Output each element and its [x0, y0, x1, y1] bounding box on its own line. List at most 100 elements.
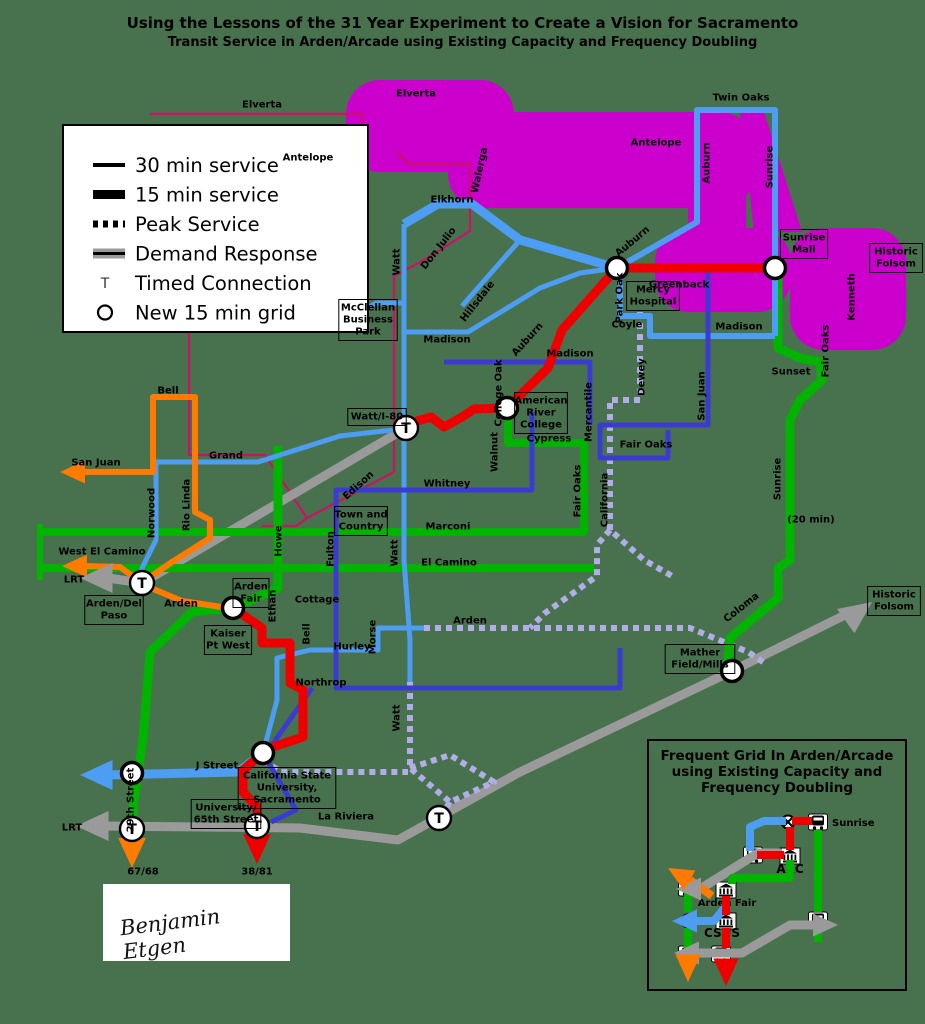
- label-box: [869, 243, 923, 273]
- route-67-68-arrow: [118, 838, 146, 868]
- inset-title: using Existing Capacity and: [672, 764, 883, 780]
- landmark-icon: [715, 881, 737, 899]
- street-label: LRT: [62, 823, 83, 834]
- grid-station-marker: [719, 658, 745, 684]
- street-label: Twin Oaks: [713, 93, 770, 104]
- street-label: Madison: [423, 335, 470, 346]
- street-label: J Street: [195, 761, 239, 772]
- landmark-icon-column: [726, 888, 729, 894]
- street-label: LRT: [64, 575, 85, 586]
- street-label: Arden: [453, 616, 487, 627]
- street-label: Cottage: [295, 595, 340, 606]
- landmark-icon-base: [719, 894, 733, 897]
- grid-station-marker: [119, 760, 145, 786]
- label-box: [514, 392, 568, 434]
- boxed-label-text: Arden/Del: [86, 599, 142, 610]
- landmark-icon-column: [787, 854, 789, 860]
- boxed-label-text: University/: [195, 803, 257, 814]
- boxed-label-text: Pt West: [206, 641, 250, 652]
- boxed-label-text: Sunrise: [783, 233, 826, 244]
- boxed-label-text: Folsom: [874, 602, 914, 613]
- street-label: Antelope: [283, 153, 334, 164]
- street-label: Fair Oaks: [573, 465, 584, 518]
- label-box: [664, 644, 736, 674]
- route-madison-mercantile-line: [444, 359, 593, 425]
- street-label: Fair Oaks: [620, 440, 673, 451]
- street-label: Kenneth: [847, 273, 858, 320]
- route-howe-29th-street-line: [127, 446, 283, 827]
- street-label: Whitney: [424, 479, 471, 490]
- label-box: [84, 595, 144, 625]
- street-label: Rio Linda: [182, 479, 193, 531]
- inset-orange-down-arrow: [675, 954, 701, 982]
- label-box: [626, 281, 680, 311]
- route-elkhorn-trunk-line: [401, 199, 619, 273]
- legend-item: New 15 min grid: [96, 302, 296, 325]
- boxed-label-text: Mercy: [636, 285, 671, 296]
- boxed-label-text: Sacramento: [253, 795, 321, 806]
- street-label: Park Oak: [615, 272, 626, 323]
- street-label: Madison: [546, 349, 593, 360]
- san-juan-arrow: [60, 460, 85, 484]
- landmark-icon-pediment: [719, 914, 733, 919]
- boxed-label-text: California State: [243, 771, 331, 782]
- route-red-trunk-line: [403, 263, 775, 432]
- legend-circle-icon: [96, 304, 114, 321]
- boxed-label-text: Hospital: [630, 297, 677, 308]
- street-label: Elverta: [242, 100, 282, 111]
- historic-folsom-arrow: [836, 602, 872, 634]
- boxed-label-text: McClellan: [341, 303, 395, 314]
- boxed-label-text: Paso: [101, 611, 128, 622]
- label-box: [347, 408, 407, 426]
- timed-station-t: T: [401, 421, 411, 437]
- street-label: Bell: [157, 386, 178, 397]
- legend-item-label: 15 min service: [135, 184, 279, 207]
- inset-inset-green-arc: [728, 860, 794, 884]
- route-san-juan-fair-oaks-line: [597, 268, 711, 461]
- street-label: West El Camino: [58, 547, 145, 558]
- boxed-label-text: Fair: [240, 594, 261, 605]
- legend-swatch-15min: [93, 190, 125, 199]
- street-label: Bell: [302, 623, 313, 644]
- route-arden-orange-line: [144, 583, 229, 611]
- timed-connection-station: T: [425, 804, 453, 832]
- legend-item: 30 min service: [93, 154, 279, 177]
- landmark-icon-column: [719, 888, 722, 894]
- boxed-label-text: Mather: [680, 648, 720, 659]
- street-label: Walnut: [490, 432, 501, 472]
- street-label: San Juan: [697, 371, 708, 420]
- route-38-81-arrow: [243, 834, 271, 864]
- route-san-juan-rio-linda-line: [82, 394, 213, 583]
- route-sunrise-line: [723, 272, 827, 671]
- inset-gray-west-arrow-1: [676, 877, 701, 901]
- street-label: San Juan: [71, 458, 120, 469]
- boxed-label-text: Country: [339, 522, 384, 533]
- label-box: [237, 767, 337, 809]
- train-icon-wheel: [754, 859, 759, 863]
- street-label: Sunrise: [773, 458, 784, 501]
- label-box: [232, 578, 270, 608]
- route-hurley-line: [260, 625, 424, 754]
- street-label: Fulton: [326, 531, 337, 567]
- inset-title: Frequency Doubling: [701, 780, 853, 796]
- legend-item-label: New 15 min grid: [135, 302, 296, 325]
- timed-station-t: T: [127, 822, 137, 838]
- boxed-label-text: River: [526, 408, 555, 419]
- legend-item-label: Peak Service: [135, 213, 260, 236]
- street-label: (20 min): [787, 515, 835, 526]
- landmark-icon-pediment: [783, 849, 797, 854]
- inset-title: Frequent Grid In Arden/Arcade: [661, 748, 894, 764]
- street-label: Antelope: [631, 138, 682, 149]
- street-label: Sunrise: [765, 146, 776, 189]
- landmark-icon-column: [723, 919, 725, 925]
- map-title: Using the Lessons of the 31 Year Experim…: [126, 14, 799, 32]
- street-label: Dewey: [637, 358, 648, 396]
- boundary-line: [392, 151, 472, 472]
- street-label: Hurley: [333, 642, 371, 653]
- inset-orange-nw-arrow: [668, 868, 696, 891]
